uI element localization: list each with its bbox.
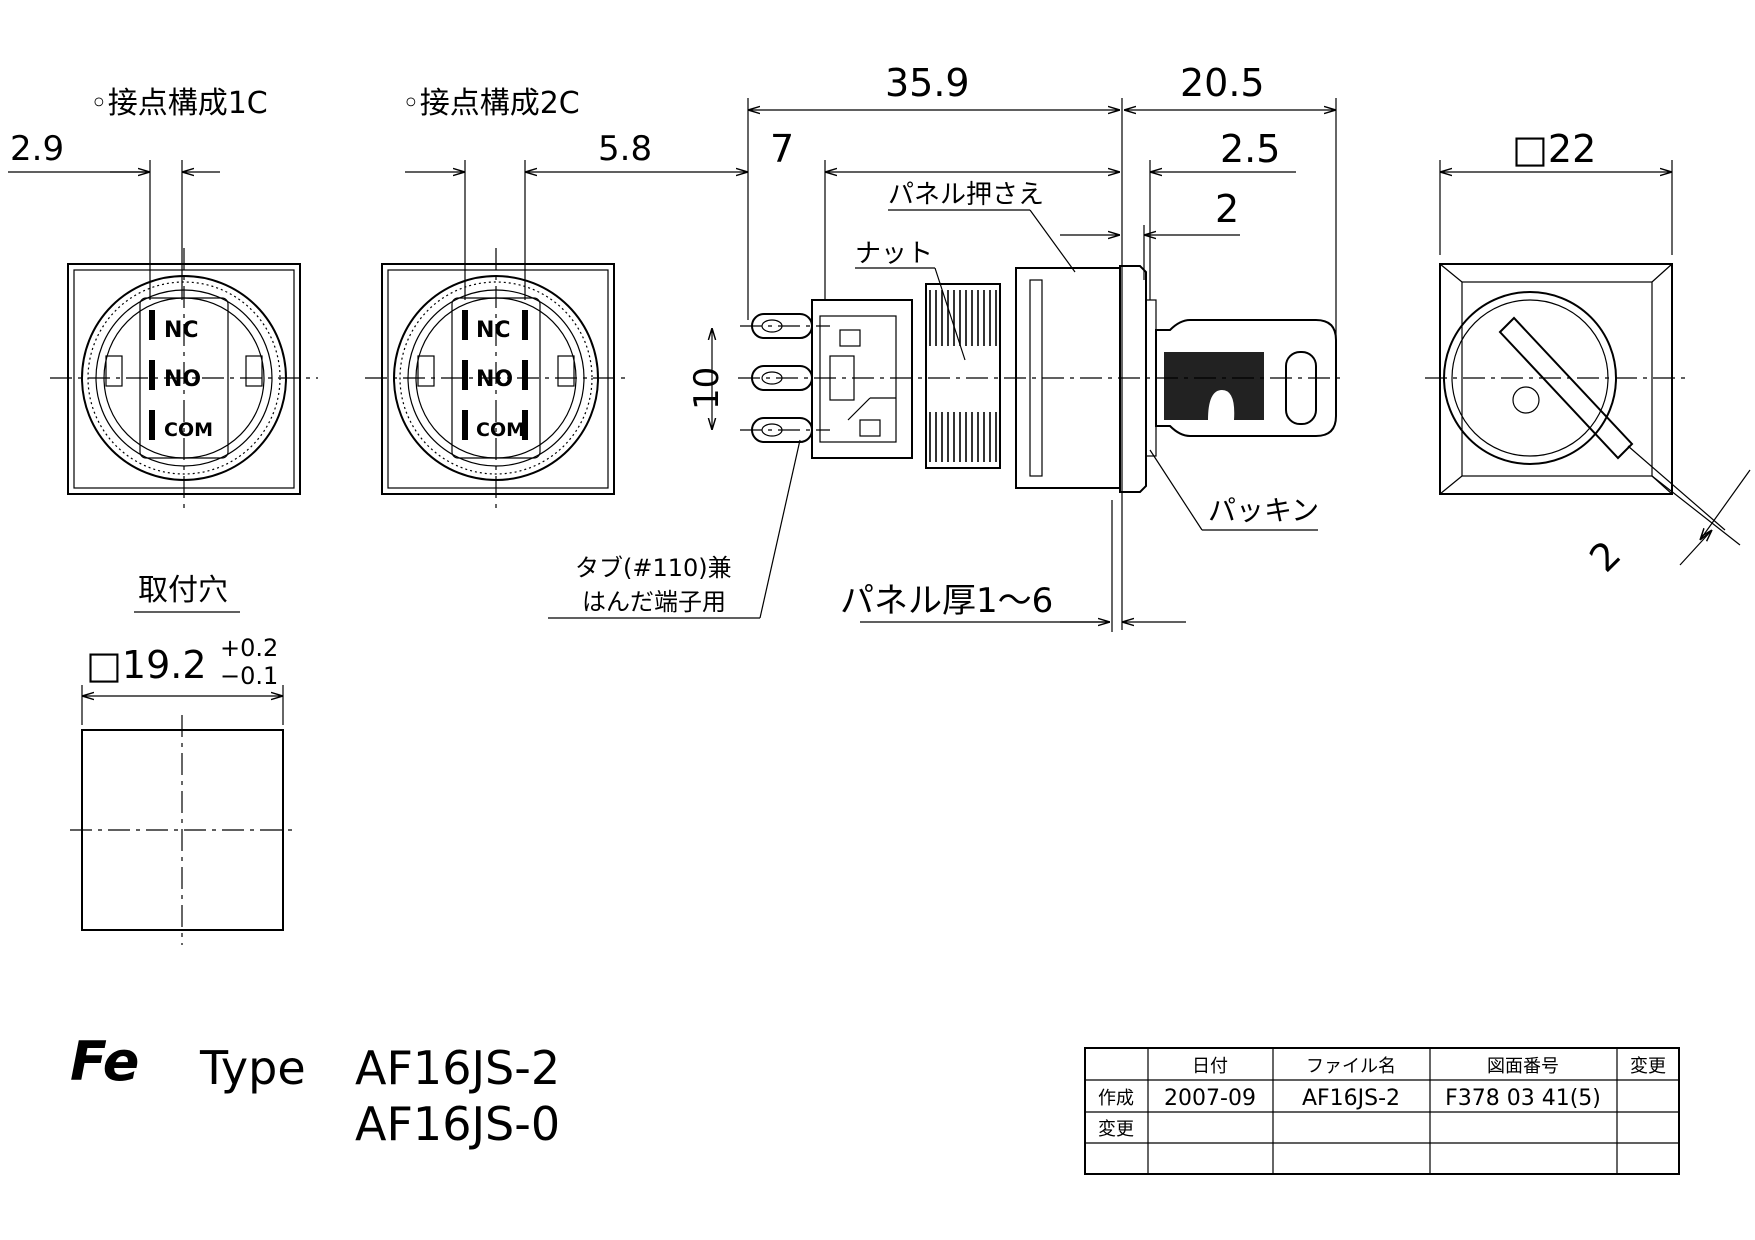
label-nut: ナット xyxy=(855,239,933,269)
type-label: Type xyxy=(199,1041,306,1095)
table-row-change-label: 変更 xyxy=(1098,1119,1134,1140)
front-view-1c: ◦接点構成1C 2.9 NC NO COM xyxy=(8,86,318,510)
fe-logo: Fe xyxy=(70,1030,139,1093)
mounting-hole: 取付穴 □19.2 +0.2 −0.1 xyxy=(70,573,295,945)
top-view: □22 2 xyxy=(1425,127,1751,581)
revision-table: 日付 ファイル名 図面番号 変更 作成 2007-09 AF16JS-2 F37… xyxy=(1084,1047,1680,1175)
front-view-2c-dim: 5.8 xyxy=(598,129,652,169)
model-2: AF16JS-0 xyxy=(355,1097,560,1151)
contact-com-2c: COM xyxy=(476,419,525,441)
front-view-2c-heading: ◦接点構成2C xyxy=(402,86,580,121)
table-row-created-drawing-no: F378 03 41(5) xyxy=(1445,1086,1601,1111)
label-panel-thickness: パネル厚1～6 xyxy=(840,581,1053,621)
dim-total: 35.9 xyxy=(885,61,970,105)
label-tab-line1: タブ(#110)兼 xyxy=(575,554,732,582)
table-row-created-date: 2007-09 xyxy=(1164,1086,1256,1111)
mounting-hole-tol-minus: −0.1 xyxy=(220,662,278,690)
side-view: 35.9 20.5 7 2.5 2 パネル押さえ ナット 10 xyxy=(548,61,1345,632)
dim-gasket: 2 xyxy=(1215,187,1239,231)
model-1: AF16JS-2 xyxy=(355,1041,560,1095)
contact-nc-2c: NC xyxy=(476,318,511,343)
table-row-created-label: 作成 xyxy=(1098,1088,1134,1109)
nut-knurl xyxy=(929,290,997,462)
front-view-2c: ◦接点構成2C 5.8 NC NO COM xyxy=(365,86,680,510)
model-title: Fe Type AF16JS-2 AF16JS-0 xyxy=(70,1030,560,1151)
label-tab-line2: はんだ端子用 xyxy=(582,588,726,616)
dim-front: 20.5 xyxy=(1180,61,1265,105)
mounting-hole-heading: 取付穴 xyxy=(138,573,228,608)
mounting-hole-size: □19.2 xyxy=(86,643,207,687)
table-header-date: 日付 xyxy=(1192,1056,1228,1077)
table-row-created-file: AF16JS-2 xyxy=(1302,1086,1400,1111)
contact-no-1c: NO xyxy=(164,367,201,392)
table-header-file: ファイル名 xyxy=(1306,1056,1396,1077)
contact-com-1c: COM xyxy=(164,419,213,441)
dim-angle: 2 xyxy=(1581,532,1629,580)
dim-pitch: 10 xyxy=(687,367,727,410)
dim-size-22: □22 xyxy=(1512,127,1596,171)
front-view-1c-heading: ◦接点構成1C xyxy=(90,86,268,121)
mounting-hole-tol-plus: +0.2 xyxy=(220,634,278,662)
dim-bezel: 2.5 xyxy=(1220,127,1280,171)
front-view-1c-dim: 2.9 xyxy=(10,129,64,169)
contact-nc-1c: NC xyxy=(164,318,199,343)
label-panel-retainer: パネル押さえ xyxy=(888,180,1044,210)
table-header-drawing-no: 図面番号 xyxy=(1487,1056,1559,1077)
table-header-change: 変更 xyxy=(1630,1056,1666,1077)
dim-rear: 7 xyxy=(770,127,794,171)
label-gasket: パッキン xyxy=(1208,494,1319,527)
contact-no-2c: NO xyxy=(476,367,513,392)
